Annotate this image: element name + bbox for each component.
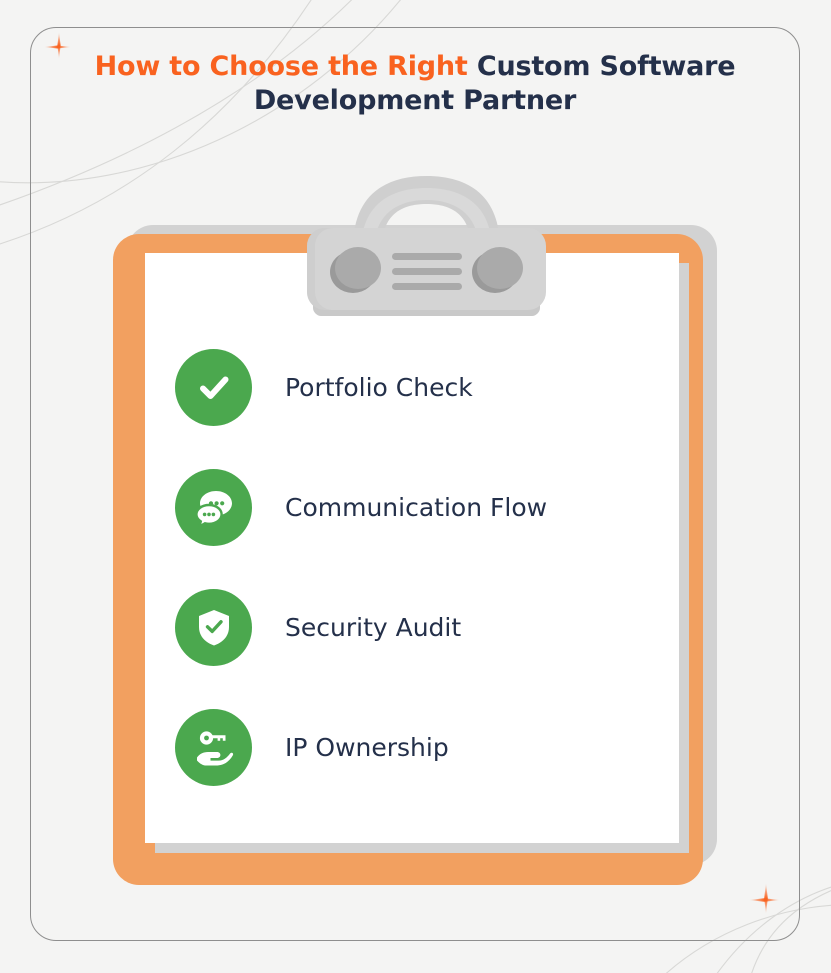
page-title-highlight: How to Choose the Right [94, 51, 477, 82]
content-card [30, 27, 800, 941]
hand-key-icon [175, 708, 252, 786]
list-item[interactable]: Communication Flow [175, 447, 635, 567]
chat-bubbles-icon [175, 468, 252, 546]
page-title: How to Choose the Right Custom Software … [70, 50, 760, 118]
list-item-label: Portfolio Check [285, 372, 473, 402]
checklist: Portfolio Check Communica [175, 327, 635, 807]
page-title-rest: Custom Software Development Partner [253, 51, 736, 117]
clipboard-clip [307, 176, 546, 316]
check-mark-icon [175, 348, 252, 426]
list-item-label: IP Ownership [285, 732, 449, 762]
list-item[interactable]: IP Ownership [175, 687, 635, 807]
list-item[interactable]: Security Audit [175, 567, 635, 687]
list-item-label: Security Audit [285, 612, 462, 642]
list-item[interactable]: Portfolio Check [175, 327, 635, 447]
shield-check-icon [175, 588, 252, 666]
clipboard-graphic: Portfolio Check Communica [113, 176, 717, 885]
list-item-label: Communication Flow [285, 492, 548, 522]
